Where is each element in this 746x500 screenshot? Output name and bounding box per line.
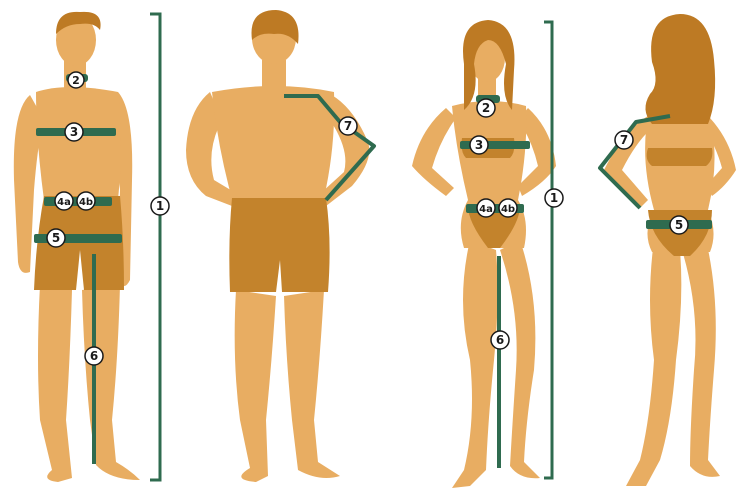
marker-6-woman: 6 [491, 331, 509, 349]
height-bracket-woman [544, 22, 552, 478]
marker-2-woman: 2 [477, 99, 495, 117]
marker-7-woman-back: 7 [615, 131, 633, 149]
svg-text:6: 6 [90, 349, 98, 363]
height-bracket-man [150, 14, 160, 480]
marker-1-woman: 1 [545, 189, 563, 207]
svg-text:7: 7 [344, 119, 352, 133]
marker-3-woman: 3 [470, 136, 488, 154]
marker-2-man: 2 [68, 72, 84, 88]
svg-text:1: 1 [550, 191, 558, 205]
marker-4b-man: 4b [77, 192, 95, 210]
man-back-figure [186, 10, 374, 482]
svg-text:4b: 4b [501, 204, 515, 215]
svg-text:2: 2 [72, 74, 80, 87]
svg-text:3: 3 [70, 125, 78, 139]
svg-text:2: 2 [482, 101, 490, 115]
svg-text:1: 1 [156, 199, 164, 213]
marker-7-man-back: 7 [339, 117, 357, 135]
marker-4b-woman: 4b [499, 199, 517, 217]
marker-4a-man: 4a [55, 192, 73, 210]
marker-1-man: 1 [151, 197, 169, 215]
svg-text:4a: 4a [57, 197, 71, 208]
woman-back-figure [600, 14, 736, 486]
woman-front-figure [412, 20, 556, 488]
svg-text:5: 5 [675, 218, 683, 232]
marker-4a-woman: 4a [477, 199, 495, 217]
svg-text:6: 6 [496, 333, 504, 347]
marker-6-man: 6 [85, 347, 103, 365]
marker-5-man: 5 [47, 229, 65, 247]
svg-text:4b: 4b [79, 197, 93, 208]
marker-5-woman-back: 5 [670, 216, 688, 234]
svg-text:3: 3 [475, 138, 483, 152]
svg-text:4a: 4a [479, 204, 493, 215]
svg-text:7: 7 [620, 133, 628, 147]
marker-3-man: 3 [65, 123, 83, 141]
svg-text:5: 5 [52, 231, 60, 245]
